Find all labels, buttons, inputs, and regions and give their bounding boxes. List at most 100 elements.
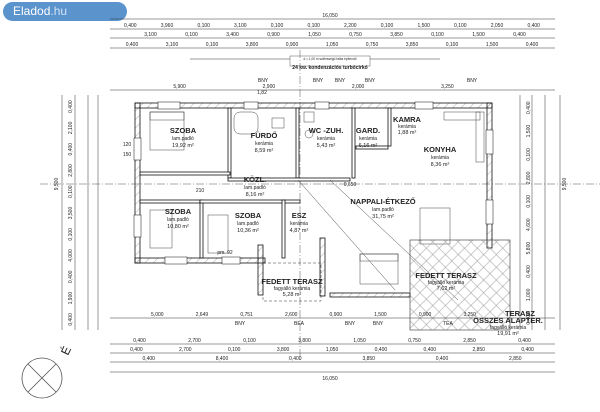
dim-label: 2,600 <box>285 312 298 318</box>
dim-label: 3,250 <box>463 312 476 318</box>
dim-label: 3,800 <box>298 338 311 344</box>
room-terasz-3: TERASZ ÖSSZES ALAPTER. fagyálló kerámia … <box>473 309 543 337</box>
room-name: TERASZ <box>505 309 535 318</box>
room-floor: fagyálló kerámia <box>274 286 311 292</box>
dim-label: 0,400 <box>68 313 74 326</box>
dim-label: 1,500 <box>526 125 532 138</box>
interior-walls <box>139 107 392 259</box>
tag-bny-4: BNY <box>365 78 376 84</box>
dim-92: pm. 92 <box>217 250 233 256</box>
room-terasz-2: FEDETT TERASZ fagyálló kerámia 7,62 m² <box>415 271 477 292</box>
room-esz: ESZ kerámia 4,87 m² <box>290 211 309 234</box>
room-floor: kerámia <box>290 221 308 227</box>
room-area: 5,43 m² <box>317 143 336 149</box>
dim-label: 0,400 <box>521 347 534 353</box>
room-area: 8,16 m² <box>246 192 265 198</box>
room-area: 19,92 m² <box>172 143 194 149</box>
terrace-grid <box>409 239 511 331</box>
room-floor: kerámia <box>359 136 377 142</box>
watermark-tld: .hu <box>50 4 68 18</box>
dim-label: 1,050 <box>308 32 321 38</box>
dim-label: 3,500 <box>68 207 74 220</box>
dim-label: 1,500 <box>374 312 387 318</box>
dim-182: 1,82 <box>257 90 267 96</box>
room-floor: kerámia <box>317 136 335 142</box>
terrace-outline <box>262 262 322 302</box>
room-szoba-1: SZOBA lam.padló 19,92 m² <box>170 126 197 149</box>
right-dim-labels: 0,4001,5000,1002,8000,1004,6005,8000,400… <box>526 101 568 324</box>
room-floor: lam.padló <box>167 217 189 223</box>
room-name: ESZ <box>292 211 307 220</box>
room-terasz-1: FEDETT TERASZ fagyálló kerámia 5,28 m² <box>261 277 323 298</box>
dim-label: 0,100 <box>185 32 198 38</box>
dim-label: 0,100 <box>243 338 256 344</box>
dim-label: 5,900 <box>173 84 186 90</box>
dim-label: 1,050 <box>326 347 339 353</box>
dim-label: 2,000 <box>352 84 365 90</box>
room-nappali: NAPPALI-ÉTKEZŐ lam.padló 31,75 m² <box>350 197 415 220</box>
dim-label: 0,400 <box>124 23 137 29</box>
left-dim-labels: 0,4002,1000,4002,8000,1003,5000,1004,000… <box>54 100 74 326</box>
dim-label: 0,400 <box>289 356 302 362</box>
tag-bny-5: BNY <box>467 78 478 84</box>
boiler-sub: d = 1,00 m szélességű falba építendő <box>303 57 356 61</box>
room-area: 4,87 m² <box>290 228 309 234</box>
tag-bny-3: BNY <box>335 78 346 84</box>
room-area: 8,59 m² <box>255 148 274 154</box>
dim-label: 1,050 <box>353 338 366 344</box>
room-name: SZOBA <box>165 207 192 216</box>
room-name: KONYHA <box>424 145 457 154</box>
dim-120: 120 <box>123 142 132 148</box>
dim-label: 1,500 <box>417 23 430 29</box>
dim-label: 3,850 <box>406 42 419 48</box>
room-name: FÜRDŐ <box>251 131 278 140</box>
room-name: WC -ZUH. <box>309 126 344 135</box>
room-floor: kerámia <box>431 155 449 161</box>
dim-label: 2,850 <box>472 347 485 353</box>
top-dimension-lines <box>110 18 555 91</box>
dim-label: 2,850 <box>509 356 522 362</box>
tag-tea: TEA <box>443 321 453 327</box>
room-area: 31,75 m² <box>372 214 394 220</box>
dim-label: 3,800 <box>277 347 290 353</box>
windows <box>133 101 494 265</box>
dim-label: 2,100 <box>68 121 74 134</box>
side-dimension-lines <box>61 95 561 330</box>
tag-bny-1: BNY <box>258 78 269 84</box>
room-gard: GARD. kerámia 6,16 m² <box>356 126 380 149</box>
dim-label: 3,100 <box>234 23 247 29</box>
boiler-label: 24 kw. kondenzációs turbócirkó <box>292 65 367 71</box>
dim-label: 3,850 <box>390 32 403 38</box>
dim-label: 0,400 <box>424 347 437 353</box>
dim-label: 0,100 <box>68 228 74 241</box>
dim-label: 0,100 <box>526 195 532 208</box>
dim-label: 0,400 <box>436 356 449 362</box>
dim-label: 2,700 <box>179 347 192 353</box>
room-furdo: FÜRDŐ kerámia 8,59 m² <box>251 131 278 154</box>
tag-bny-2: BNY <box>313 78 324 84</box>
dim-label: 3,400 <box>226 32 239 38</box>
room-konyha: KONYHA kerámia 8,36 m² <box>424 145 457 168</box>
room-area: 10,36 m² <box>237 228 259 234</box>
watermark-badge: Eladod.hu <box>3 2 127 21</box>
room-floor: fagyálló kerámia <box>490 325 527 331</box>
dim-label: 0,900 <box>330 312 343 318</box>
room-area: 1,88 m² <box>398 130 417 136</box>
dim-label: 0,400 <box>527 23 540 29</box>
tag-bea: BEA <box>294 321 305 327</box>
dim-label: 0,400 <box>68 270 74 283</box>
dim-label: 0,400 <box>526 101 532 114</box>
dim-label: 4,000 <box>68 249 74 262</box>
room-floor: lam.padló <box>237 221 259 227</box>
dim-label: 0,100 <box>197 23 210 29</box>
room-area: 19,91 m² <box>497 331 519 337</box>
room-kamra: KAMRA kerámia 1,88 m² <box>393 115 421 136</box>
north-label: É <box>57 344 74 358</box>
dim-label: 0,400 <box>513 32 526 38</box>
dim-label: 0,751 <box>240 312 253 318</box>
room-name: FEDETT TERASZ <box>415 271 477 280</box>
room-floor: lam.padló <box>172 136 194 142</box>
dim-label: 1,500 <box>486 42 499 48</box>
